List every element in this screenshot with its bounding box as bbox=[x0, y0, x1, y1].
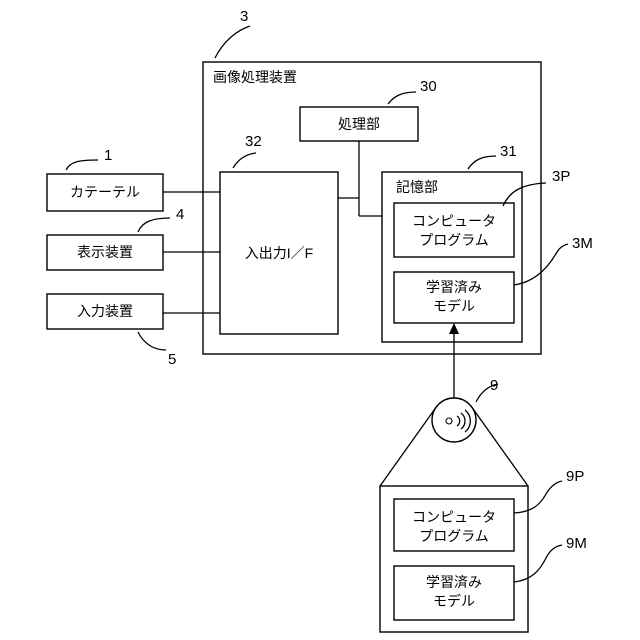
ref-30: 30 bbox=[420, 78, 437, 95]
catheter-label: カテーテル bbox=[70, 184, 140, 200]
ref-4: 4 bbox=[176, 206, 184, 223]
leader-3 bbox=[215, 26, 250, 58]
trained-model-9m-line1: 学習済み bbox=[426, 574, 482, 590]
display-device-label: 表示装置 bbox=[77, 244, 133, 260]
medium-left-edge bbox=[380, 406, 437, 486]
ref-32: 32 bbox=[245, 133, 262, 150]
input-device-label: 入力装置 bbox=[77, 303, 133, 319]
computer-program-3p-box bbox=[394, 203, 514, 257]
trained-model-9m-line2: モデル bbox=[433, 593, 475, 609]
leader-5 bbox=[138, 332, 166, 350]
ref-31: 31 bbox=[500, 143, 517, 160]
image-processing-apparatus-title: 画像処理装置 bbox=[213, 69, 297, 85]
trained-model-3m-line1: 学習済み bbox=[426, 279, 482, 295]
ref-5: 5 bbox=[168, 351, 176, 368]
processing-unit-label: 処理部 bbox=[338, 116, 380, 132]
ref-9m: 9M bbox=[566, 535, 587, 552]
ref-3p: 3P bbox=[552, 168, 570, 185]
ref-9: 9 bbox=[490, 377, 498, 394]
disc-icon bbox=[432, 398, 476, 442]
computer-program-9p-line2: プログラム bbox=[419, 528, 489, 544]
computer-program-9p-line1: コンピュータ bbox=[412, 509, 496, 525]
medium-right-edge bbox=[471, 406, 528, 486]
storage-unit-label: 記憶部 bbox=[396, 179, 438, 195]
computer-program-3p-line1: コンピュータ bbox=[412, 213, 496, 229]
ref-3m: 3M bbox=[572, 235, 593, 252]
io-interface-label: 入出力I／F bbox=[245, 245, 313, 261]
computer-program-3p-line2: プログラム bbox=[419, 232, 489, 248]
leader-1 bbox=[66, 160, 98, 170]
ref-3: 3 bbox=[240, 8, 248, 25]
trained-model-3m-line2: モデル bbox=[433, 298, 475, 314]
ref-9p: 9P bbox=[566, 468, 584, 485]
leader-4 bbox=[138, 218, 170, 232]
ref-1: 1 bbox=[104, 147, 112, 164]
